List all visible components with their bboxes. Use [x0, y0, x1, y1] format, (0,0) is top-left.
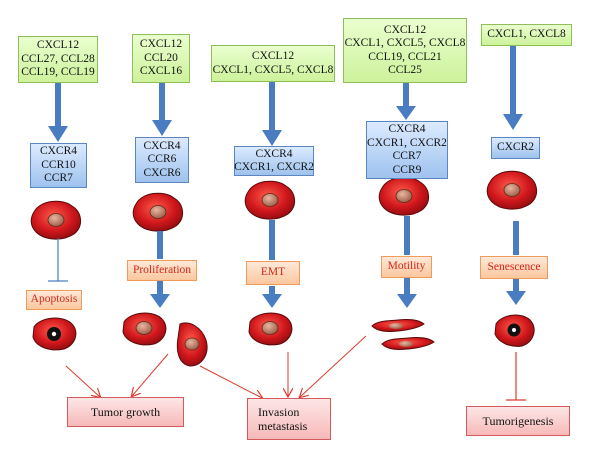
- outcome-tumorigenesis: Tumorigenesis: [466, 406, 570, 436]
- label-line: CXCR2: [496, 141, 535, 154]
- label-line: CXCL12: [139, 38, 183, 51]
- label-line: CCL20: [144, 51, 178, 64]
- label-line: CXCR1, CXCR2: [234, 161, 314, 173]
- label-line: CCL19, CCL19: [21, 66, 95, 79]
- process-emt-label: EMT: [260, 266, 286, 279]
- blue-arrows-top: [48, 44, 523, 146]
- label-line: CCR9: [392, 163, 422, 176]
- label-line: CXCR4: [255, 147, 293, 160]
- cell-icon: [30, 200, 81, 240]
- blue-arrow-c4: [404, 216, 410, 255]
- label-line: CCR6: [147, 153, 177, 166]
- motile-cell-icon: [371, 319, 425, 332]
- label-line: CXCR6: [143, 166, 181, 179]
- process-motility: Motility: [381, 256, 432, 278]
- outcome-invasion-label: Invasion: [258, 405, 300, 419]
- apoptotic-cell-icon: [32, 317, 77, 351]
- outcome-metastasis-label: metastasis: [258, 419, 308, 433]
- blue-arrow-l5: [503, 44, 523, 130]
- red-arrows: [65, 335, 367, 398]
- label-line: CXCL12: [36, 39, 80, 52]
- red-arrow-motility-to-invasion: [300, 335, 367, 397]
- motile-cell-icon: [381, 337, 435, 350]
- blue-arrow-p2: [150, 281, 170, 308]
- label-line: CXCL12: [383, 23, 427, 36]
- process-emt: EMT: [246, 261, 300, 285]
- inhibit-apoptosis: [48, 238, 68, 282]
- cells-row-1: [30, 170, 537, 240]
- label-line: CXCL12: [251, 50, 295, 62]
- red-arrow-apoptosis-to-growth: [65, 365, 100, 397]
- red-arrow-prolif-to-growth: [132, 353, 169, 396]
- cell-icon: [248, 312, 293, 346]
- process-motility-label: Motility: [387, 260, 426, 273]
- outcome-tumorigenesis-label: Tumorigenesis: [482, 414, 554, 428]
- blue-arrow-l2: [152, 83, 172, 136]
- process-senescence-label: Senescence: [487, 260, 541, 273]
- process-proliferation: Proliferation: [127, 260, 197, 281]
- label-line: CCL25: [388, 64, 422, 76]
- label-line: CCR7: [44, 172, 73, 185]
- label-line: CXCL1, CXCL8: [487, 28, 566, 41]
- cell-icon: [176, 322, 208, 367]
- blue-arrow-c5: [513, 221, 519, 255]
- blue-arrow-l1: [48, 83, 68, 142]
- cell-icon: [122, 312, 167, 346]
- receptor-box-5: CXCR2: [491, 137, 540, 159]
- label-line: CXCL1, CXCL5, CXCL8: [212, 63, 334, 76]
- label-line: CXCR4: [388, 123, 426, 135]
- ligand-box-5: CXCL1, CXCL8: [481, 24, 572, 46]
- label-line: CCR7: [392, 150, 422, 162]
- outcome-invasion-metastasis: Invasion metastasis: [247, 398, 331, 440]
- label-line: CXCL16: [139, 65, 183, 78]
- outcome-tumor-growth-label: Tumor growth: [90, 405, 161, 419]
- cell-icon: [132, 192, 183, 232]
- blue-arrow-l4: [396, 83, 416, 120]
- blue-arrows-lower: [150, 278, 526, 308]
- process-apoptosis: Apoptosis: [26, 290, 82, 310]
- blue-arrow-c3: [269, 220, 275, 260]
- senescent-cell-icon: [494, 314, 535, 347]
- blue-arrows-middle: [157, 216, 519, 260]
- cell-icon: [378, 176, 429, 216]
- blue-arrow-p3: [262, 286, 282, 308]
- process-proliferation-label: Proliferation: [132, 263, 192, 276]
- blue-arrow-c2: [157, 231, 163, 259]
- red-arrow-prolif-to-invasion: [199, 365, 262, 398]
- blue-arrow-l3: [262, 82, 282, 146]
- label-line: CXCR4: [143, 139, 181, 152]
- label-line: CCR10: [41, 158, 76, 171]
- label-line: CXCR1, CXCR2: [367, 136, 447, 149]
- outcome-tumor-growth: Tumor growth: [67, 397, 184, 427]
- label-line: CXCL1, CXCL5, CXCL8: [344, 37, 466, 49]
- process-apoptosis-label: Apoptosis: [30, 293, 78, 306]
- label-line: CCL19, CCL21: [368, 50, 442, 63]
- cells-row-2: [32, 312, 535, 367]
- process-senescence: Senescence: [480, 256, 548, 279]
- label-line: CCL27, CCL28: [21, 52, 95, 65]
- inhibit-tumorigenesis: [506, 352, 526, 401]
- cell-icon: [486, 170, 537, 210]
- cell-icon: [244, 180, 295, 220]
- blue-arrow-p4: [397, 278, 417, 308]
- label-line: CXCR4: [39, 145, 78, 158]
- blue-arrow-p5: [506, 279, 526, 305]
